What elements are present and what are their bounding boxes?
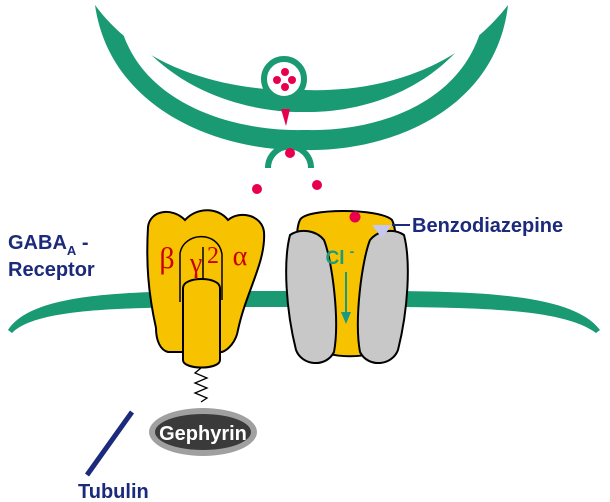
tubulin-filament [87, 412, 132, 475]
gamma-subunit-number: 2 [207, 243, 219, 269]
synaptic-vesicle [264, 59, 304, 99]
gaba-molecule [350, 212, 361, 223]
gephyrin-label: Gephyrin [159, 423, 247, 445]
receptor-label-line2: Receptor [8, 259, 95, 281]
chloride-ion-charge: - [350, 243, 355, 259]
gaba-molecule [281, 83, 289, 91]
gaba-molecule [252, 184, 262, 194]
gaba-a-receptor: β γ 2 α [147, 210, 264, 367]
gaba-molecule [273, 76, 281, 84]
chloride-channel: Cl - [286, 211, 408, 363]
alpha-subunit-label: α [233, 241, 248, 272]
beta-subunit-label: β [159, 242, 174, 275]
gamma-subunit-label: γ [189, 248, 202, 279]
linker-spring [195, 368, 207, 402]
tubulin-label: Tubulin [78, 481, 149, 502]
receptor-stem [183, 279, 220, 368]
receptor-label: GABAA - [8, 232, 89, 258]
gaba-molecule [281, 68, 289, 76]
gaba-molecule [288, 76, 296, 84]
chloride-ion-label: Cl [326, 248, 345, 269]
benzodiazepine-label: Benzodiazepine [412, 215, 563, 237]
gaba-molecule [312, 180, 322, 190]
gaba-molecule [285, 148, 295, 158]
